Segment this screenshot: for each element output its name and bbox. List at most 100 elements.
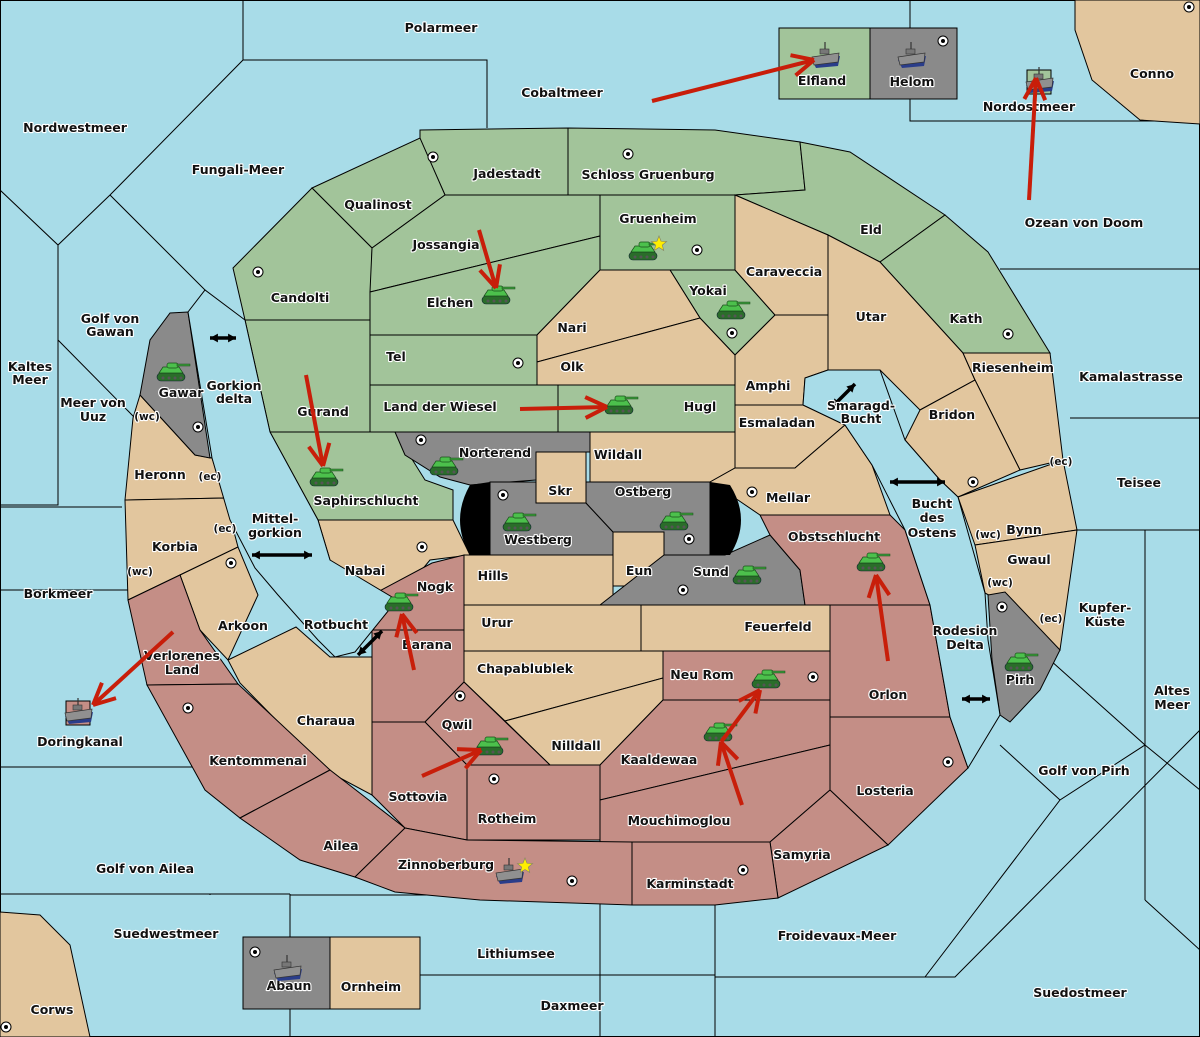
land-label: Urur (481, 615, 513, 630)
move-order-arrowhead (494, 263, 502, 289)
move-order-arrowhead (92, 696, 117, 707)
sea-border (1049, 659, 1146, 746)
sea-label: Polarmeer (405, 20, 479, 35)
sea-label: Ostens (908, 525, 957, 540)
province-karminstadt[interactable] (631, 841, 779, 906)
sea-label: des (920, 510, 945, 525)
land-label: Saphirschlucht (314, 493, 419, 508)
land-label: Kath (950, 311, 983, 326)
supply-center-icon (416, 541, 428, 553)
coast-label-bynn: (wc) (975, 529, 1001, 541)
land-label: Schloss Gruenburg (581, 167, 714, 182)
land-label: Sottovia (389, 789, 448, 804)
land-label: Rotheim (478, 811, 537, 826)
land-label: Elfland (798, 73, 846, 88)
province-rotheim[interactable] (466, 764, 601, 841)
move-order-arrowhead (456, 747, 482, 752)
sea-label: Doringkanal (37, 734, 123, 749)
connection-arrowhead (358, 646, 367, 655)
land-label: Corws (31, 1002, 74, 1017)
sea-label: Uuz (80, 409, 106, 424)
land-label: Chapablublek (477, 661, 574, 676)
sea-label: Daxmeer (540, 998, 604, 1013)
province-ornheim[interactable] (329, 936, 421, 1010)
supply-center-icon (996, 601, 1008, 613)
land-label: Abaun (267, 978, 312, 993)
province-jadestadt[interactable] (419, 127, 569, 196)
sea-label: Ozean von Doom (1025, 215, 1144, 230)
supply-center-icon (726, 327, 738, 339)
connection-arrowhead (832, 398, 841, 407)
province-conno[interactable] (1074, 0, 1200, 125)
sea-label: Kamalastrasse (1079, 369, 1183, 384)
eastern-bay-water[interactable] (802, 369, 1001, 770)
move-order-arrow (400, 613, 416, 671)
land-label: Pirh (1006, 672, 1035, 687)
sea-border (0, 245, 59, 506)
land-label: Charaua (297, 713, 355, 728)
land-label: Amphi (746, 378, 791, 393)
land-label: Utar (856, 309, 888, 324)
coast-label-gwaul: (wc) (987, 577, 1013, 589)
land-label: Bridon (929, 407, 975, 422)
move-order-arrowhead (307, 445, 325, 468)
land-label: Neu Rom (670, 667, 733, 682)
sea-label: Nordwestmeer (23, 120, 128, 135)
province-gruenheim[interactable] (599, 194, 736, 271)
land-label: Norterend (459, 445, 531, 460)
move-order-arrowhead (737, 688, 761, 703)
land-label: Candolti (271, 290, 330, 305)
land-label: Sund (693, 564, 729, 579)
land-label: Korbia (152, 539, 198, 554)
move-order-arrowhead (584, 395, 608, 409)
land-label: Karminstadt (646, 876, 733, 891)
impassable-east (710, 482, 741, 555)
connection-arrowhead (846, 384, 855, 393)
mittelgorkion-water[interactable] (187, 289, 398, 658)
sea-label: Meer von (60, 395, 126, 410)
land-label: Wildall (594, 447, 642, 462)
move-order-arrowhead (715, 741, 723, 767)
move-order-arrowhead (790, 53, 815, 62)
supply-center-icon (942, 756, 954, 768)
move-order-arrowhead (478, 268, 498, 290)
land-label: Nari (557, 320, 586, 335)
land-label: Samyria (773, 847, 831, 862)
land-label: Helom (890, 74, 935, 89)
land-label: Yokai (688, 283, 727, 298)
sea-label: Meer (1154, 697, 1190, 712)
star-icon (650, 235, 668, 252)
sea-label: Küste (1085, 614, 1125, 629)
connection-arrowhead (982, 694, 990, 704)
sea-label: Bucht (841, 411, 882, 426)
land-label: Barana (402, 637, 452, 652)
supply-center-icon (622, 148, 634, 160)
province-corws[interactable] (0, 911, 91, 1037)
sea-label: Lithiumsee (477, 946, 555, 961)
supply-center-icon (249, 946, 261, 958)
land-label: Eld (860, 222, 882, 237)
land-label: Losteria (856, 783, 913, 798)
land-label: Hills (478, 568, 509, 583)
move-order-arrowhead (463, 748, 483, 770)
land-label: Olk (560, 359, 584, 374)
supply-center-icon (415, 434, 427, 446)
supply-center-icon (1183, 1, 1195, 13)
sea-label: Cobaltmeer (521, 85, 603, 100)
province-riesenheim[interactable] (962, 352, 1064, 471)
sea-border (57, 339, 136, 419)
move-order-arrow (1027, 77, 1038, 201)
province-verlorenes-land[interactable] (127, 574, 239, 686)
land-label: Ailea (323, 838, 358, 853)
land-label: Zinnoberburg (398, 857, 494, 872)
sea-label: Golf von Ailea (96, 861, 194, 876)
land-label: Bynn (1006, 522, 1041, 537)
sea-label: Froidevaux-Meer (778, 928, 897, 943)
move-order-arrowhead (1034, 77, 1048, 101)
province-schloss-gruenburg[interactable] (567, 127, 806, 196)
move-order-arrow (91, 630, 175, 707)
sea-label: Mittel- (252, 511, 299, 526)
coast-label-korbia: (ec) (214, 523, 237, 535)
supply-center-icon (566, 875, 578, 887)
